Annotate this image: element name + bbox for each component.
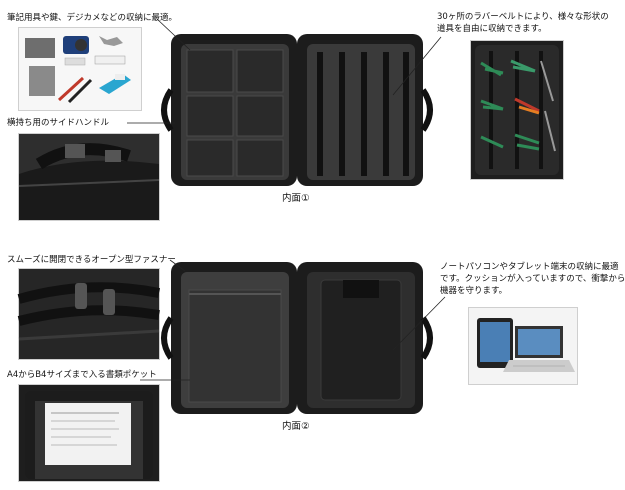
- tools-photo: [470, 40, 564, 180]
- document-pocket-photo: [18, 384, 160, 482]
- leader-lines-1: [127, 18, 442, 124]
- caption-rubber-belts-line2: 道具を自由に収納できます。: [437, 24, 547, 34]
- zipper-photo: [17, 268, 160, 360]
- leader-lines-2: [140, 259, 446, 381]
- laptop-tablet-photo: [468, 307, 578, 385]
- caption-laptop-line1: ノートパソコンやタブレット端末の収納に最適: [440, 262, 619, 272]
- caption-open-zipper: スムーズに開閉できるオープン型ファスナー: [7, 255, 176, 265]
- page-label-1: 内面①: [282, 193, 310, 204]
- page-label-2: 内面②: [282, 421, 310, 432]
- bag-interior-1-photo: [161, 30, 433, 190]
- bag-interior-2-photo: [161, 258, 433, 416]
- caption-side-handle: 横持ち用のサイドハンドル: [7, 118, 110, 128]
- side-handle-photo: [18, 133, 160, 221]
- stationery-photo: [18, 27, 142, 111]
- caption-document-pocket: A4からB4サイズまで入る書類ポケット: [7, 370, 157, 380]
- caption-laptop-line3: 機器を守ります。: [440, 286, 508, 296]
- caption-stationery: 筆記用具や鍵、デジカメなどの収納に最適。: [7, 13, 178, 23]
- caption-rubber-belts-line1: 30ヶ所のラバーベルトにより、様々な形状の: [437, 12, 609, 22]
- caption-laptop-line2: です。クッションが入っていますので、衝撃から: [440, 274, 625, 284]
